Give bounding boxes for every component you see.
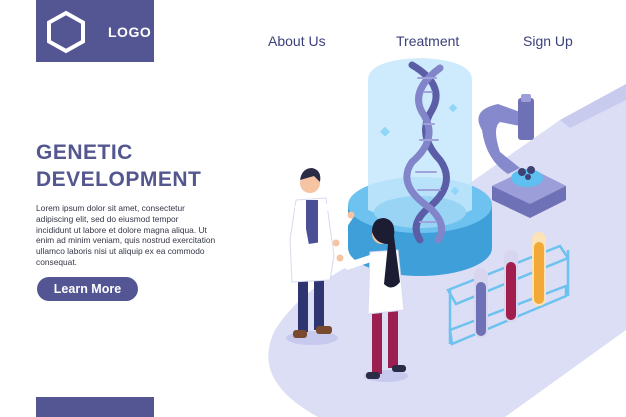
nav-sign-up[interactable]: Sign Up (523, 33, 573, 49)
nav-about-us[interactable]: About Us (268, 33, 326, 49)
female-scientist (336, 218, 408, 382)
footer-bar (36, 397, 154, 417)
genetics-illustration (268, 58, 626, 417)
microscope-icon (478, 94, 566, 218)
hero-description: Lorem ipsum dolor sit amet, consectetur … (36, 203, 216, 267)
nav-treatment[interactable]: Treatment (396, 33, 460, 49)
dna-helix-icon (403, 61, 450, 244)
title-line-1: GENETIC (36, 141, 133, 164)
logo[interactable]: LOGO (36, 0, 154, 62)
title-line-2: DEVELOPMENT (36, 168, 202, 191)
learn-more-button[interactable]: Learn More (37, 277, 138, 301)
test-tube-rack (446, 244, 570, 346)
hexagon-logo-icon (47, 10, 85, 54)
page-title: GENETIC DEVELOPMENT (36, 139, 201, 193)
floating-cubes (374, 103, 460, 218)
male-scientist (286, 168, 355, 345)
test-tubes (474, 232, 546, 338)
logo-text: LOGO (108, 24, 152, 40)
